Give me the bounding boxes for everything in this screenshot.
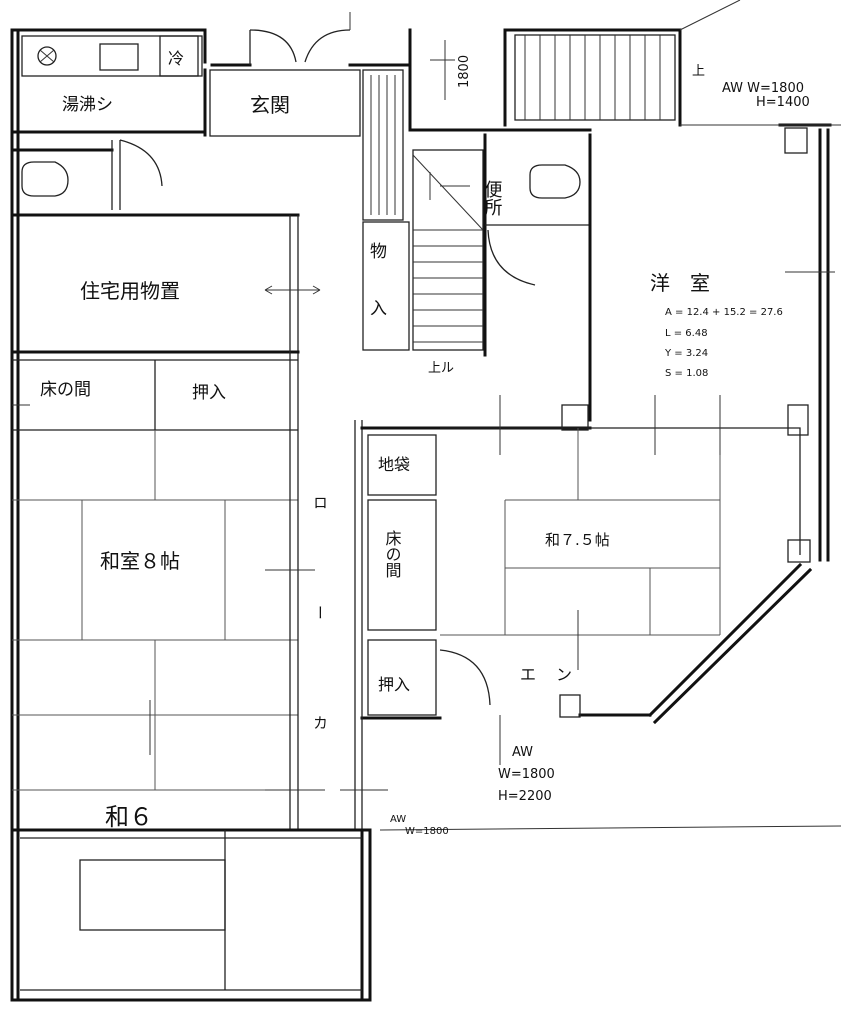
stairs-lower [412, 149, 484, 351]
stair-up-label: 上 [692, 64, 705, 79]
window-line [379, 825, 841, 831]
label-tokonoma-right: 床の間 [383, 530, 402, 579]
toilet-room [408, 128, 592, 422]
calc-y: Y = 3.24 [664, 348, 708, 359]
stair-dimension: 1800 [457, 55, 472, 88]
storage-column [362, 69, 410, 351]
label-engawa: エン [520, 665, 592, 684]
label-bath: 湯沸シ [62, 95, 113, 115]
stair-up-label-2: 上ル [428, 361, 454, 376]
window-bottom-left-label: AW [390, 814, 406, 825]
label-storage-main: 住宅用物置 [80, 279, 180, 303]
label-toilet: 便所 [482, 180, 503, 216]
calc-l: L = 6.48 [665, 328, 708, 339]
sliding-door-arrows [149, 271, 835, 791]
service-area [10, 35, 207, 210]
window-bottom-left-w: W=1800 [405, 826, 449, 837]
label-entrance: 玄関 [250, 93, 290, 117]
label-washitsu-8: 和室８帖 [100, 549, 180, 573]
label-tokonoma-left: 床の間 [40, 380, 91, 400]
window-top-right-w: AW W=1800 [722, 81, 804, 96]
label-washitsu-7-5: 和７.５帖 [545, 531, 610, 549]
outer-walls [10, 28, 832, 1002]
window-bottom-label: AW [512, 745, 533, 760]
label-fridge: 冷 [168, 49, 184, 68]
washitsu-7-5-area [440, 127, 811, 636]
label-storage-small: 物入 [366, 242, 387, 356]
window-bottom-w: W=1800 [498, 767, 555, 782]
label-closet-left: 押入 [192, 383, 226, 403]
washitsu-6-area [10, 828, 372, 991]
window-bottom-h: H=2200 [498, 789, 552, 804]
label-western-room: 洋 室 [650, 271, 710, 295]
left-rooms [10, 213, 363, 830]
stairs-upper [430, 0, 741, 121]
window-top-right-h: H=1400 [756, 95, 810, 110]
label-closet-right: 押入 [378, 675, 410, 694]
room-labels: 湯沸シ 冷 玄関 便所 住宅用物置 物入 洋 室 床の間 押入 和室８帖 和６ … [40, 49, 710, 831]
annotations: 上 上ル 1800 AW W=1800 H=1400 A = 12.4 + 15… [390, 55, 810, 837]
entrance-area [209, 12, 361, 137]
calc-s: S = 1.08 [665, 368, 708, 379]
label-rouka: ロ ー カ [311, 495, 329, 770]
calc-area: A = 12.4 + 15.2 = 27.6 [665, 307, 783, 318]
label-washitsu-6: 和６ [105, 803, 153, 831]
label-jibukuro: 地袋 [378, 455, 410, 474]
